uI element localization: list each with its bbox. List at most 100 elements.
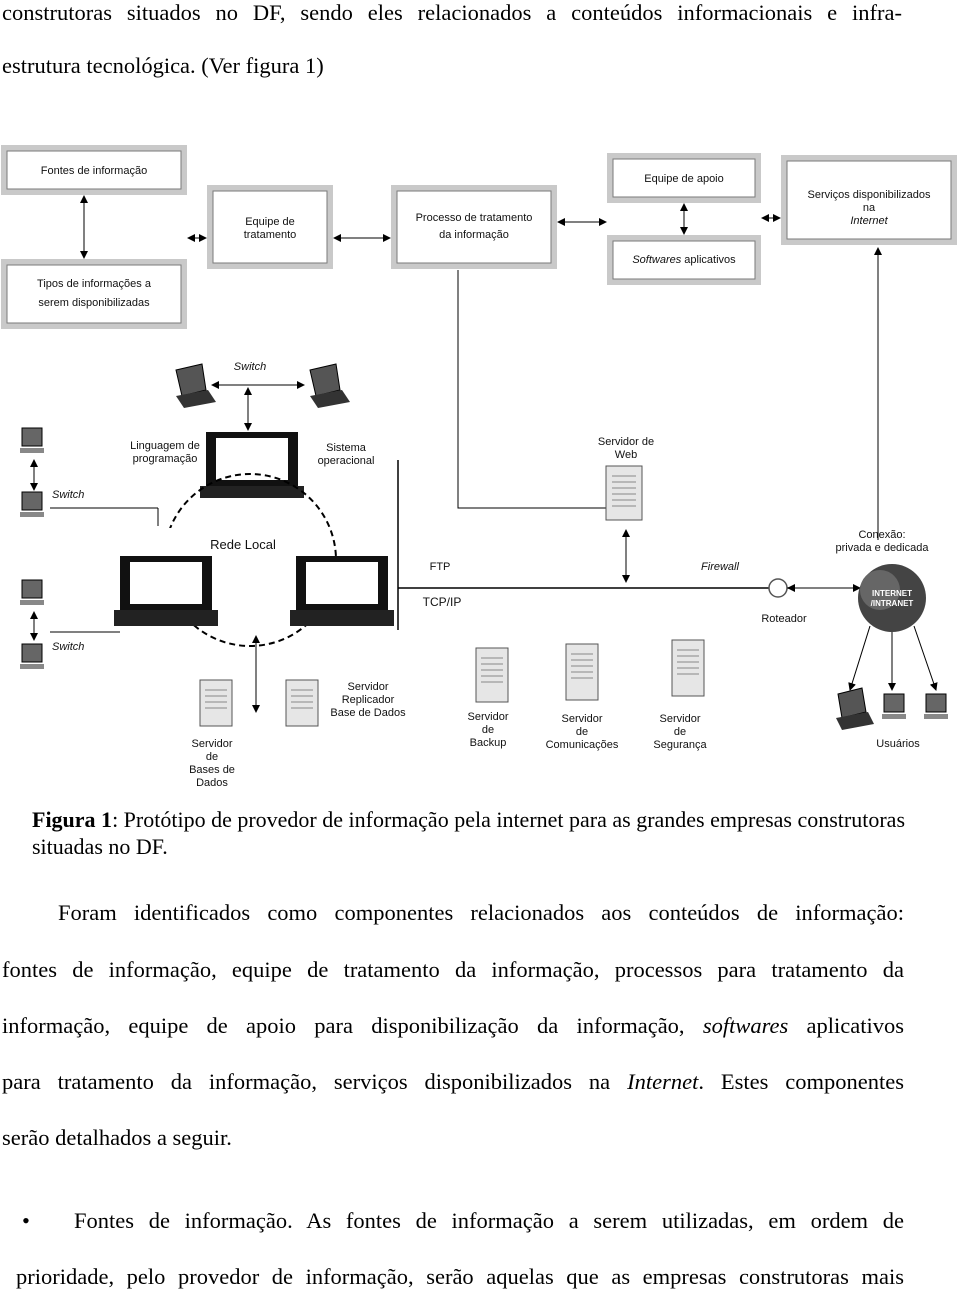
switch-left-1-label: Switch (52, 489, 84, 501)
desktop-icon (20, 427, 44, 453)
intro-line-1: construtoras situados no DF, sendo eles … (2, 0, 902, 25)
linguagem-label-1: Linguagem de (130, 440, 200, 452)
server-icon (199, 679, 233, 727)
seguranca-label-1: Servidor (660, 713, 701, 725)
comunic-label-1: Servidor (562, 713, 603, 725)
replicador-label-2: Replicador (342, 694, 395, 706)
box-equipe-tratamento-label-1: Equipe de (245, 216, 295, 228)
box-fontes-label: Fontes de informação (41, 165, 147, 177)
box-equipe-apoio: Equipe de apoio (607, 153, 761, 203)
arrow-internet-user-1 (848, 625, 871, 691)
box-equipe-tratamento: Equipe de tratamento (207, 185, 333, 269)
box-fontes: Fontes de informação (1, 145, 187, 195)
conexao-label-1: Conexão: (858, 529, 905, 541)
laptop-icon (836, 687, 874, 730)
bases-label-2: de (206, 751, 218, 763)
backup-label-2: de (482, 724, 494, 736)
box-tipos-label-1: Tipos de informações a (37, 278, 152, 290)
paragraph-line-5: serão detalhados a seguir. (2, 1125, 232, 1150)
linguagem-label-2: programação (133, 453, 198, 465)
replicador-label-1: Servidor (348, 681, 389, 693)
box-processo-label-2: da informação (439, 229, 509, 241)
backup-label-1: Servidor (468, 711, 509, 723)
server-icon (671, 639, 705, 697)
server-icon (565, 643, 599, 701)
router-icon (768, 578, 788, 598)
servidor-web-label-1: Servidor de (598, 436, 654, 448)
bullet-line-2: prioridade, pelo provedor de informação,… (16, 1264, 904, 1289)
arrow-internet-user-3 (913, 625, 938, 691)
box-servicos-label-1: Serviços disponibilizados (808, 189, 931, 201)
computer-icon (114, 556, 218, 626)
switch-top-label: Switch (234, 361, 266, 373)
paragraph-line-3: informação, equipe de apoio para disponi… (2, 1013, 904, 1039)
internet-globe-label-1: INTERNET (872, 589, 912, 598)
intro-line-2: estrutura tecnológica. (Ver figura 1) (2, 53, 324, 78)
desktop-icon (20, 643, 44, 669)
server-icon (605, 465, 643, 521)
desktop-icon (20, 491, 44, 517)
figure-caption: Figura 1: Protótipo de provedor de infor… (32, 806, 912, 860)
ring-label-bg (158, 528, 326, 558)
ftp-label: FTP (430, 561, 451, 573)
line-processo-web (457, 270, 614, 509)
box-softwares-label-rest: aplicativos (681, 254, 736, 266)
bullet-symbol: • (22, 1208, 30, 1233)
bases-label-4: Dados (196, 777, 228, 789)
seguranca-label-2: de (674, 726, 686, 738)
paragraph-line-4-em: Internet (627, 1069, 699, 1094)
internet-globe-label-2: /INTRANET (871, 599, 914, 608)
figure-caption-text: : Protótipo de provedor de informação pe… (32, 807, 906, 859)
backup-label-3: Backup (470, 737, 507, 749)
box-equipe-apoio-label: Equipe de apoio (644, 173, 724, 185)
box-processo: Processo de tratamento da informação (391, 185, 557, 269)
bases-label-1: Servidor (192, 738, 233, 750)
rede-local-label: Rede Local (210, 537, 276, 552)
bases-label-3: Bases de (189, 764, 235, 776)
seguranca-label-3: Segurança (653, 739, 707, 751)
sistema-label-2: operacional (318, 455, 375, 467)
computer-icon (200, 432, 304, 498)
box-servicos-label-2: na (863, 202, 876, 214)
paragraph-line-3-em: softwares (702, 1013, 789, 1038)
box-servicos: Serviços disponibilizados na Internet (781, 155, 957, 245)
paragraph-line-3a: informação, equipe de apoio para disponi… (2, 1013, 703, 1038)
figure-caption-label: Figura 1 (32, 807, 113, 832)
paragraph-line-4: para tratamento da informação, serviços … (2, 1069, 904, 1095)
laptop-icon (175, 363, 216, 408)
firewall-label: Firewall (701, 561, 739, 573)
paragraph-line-4b: . Estes componentes (698, 1069, 904, 1094)
comunic-label-2: de (576, 726, 588, 738)
network-diagram: Fontes de informação Tipos de informaçõe… (1, 145, 957, 789)
box-equipe-tratamento-label-2: tratamento (244, 229, 297, 241)
replicador-label-3: Base de Dados (330, 707, 406, 719)
conexao-label-2: privada e dedicada (836, 542, 930, 554)
server-icon (475, 647, 509, 703)
box-softwares: Softwares aplicativos (607, 235, 761, 285)
paragraph-line-1: Foram identificados como componentes rel… (58, 900, 904, 925)
desktop-icon (924, 693, 948, 719)
box-tipos: Tipos de informações a serem disponibili… (1, 259, 187, 329)
bullet-line-1: Fontes de informação. As fontes de infor… (74, 1208, 904, 1233)
box-processo-label-1: Processo de tratamento (416, 212, 533, 224)
box-servicos-label-3: Internet (850, 215, 888, 227)
usuarios-label: Usuários (876, 738, 920, 750)
paragraph-line-3b: aplicativos (788, 1013, 904, 1038)
computer-icon (290, 556, 394, 626)
servidor-web-label-2: Web (615, 449, 637, 461)
desktop-icon (20, 579, 44, 605)
desktop-icon (882, 693, 906, 719)
box-softwares-label: Softwares aplicativos (632, 254, 736, 266)
switch-left-2-label: Switch (52, 641, 84, 653)
box-softwares-label-em: Softwares (632, 254, 681, 266)
sistema-label-1: Sistema (326, 442, 367, 454)
paragraph-line-2: fontes de informação, equipe de tratamen… (2, 957, 904, 982)
roteador-label: Roteador (761, 613, 807, 625)
box-tipos-label-2: serem disponibilizadas (38, 297, 150, 309)
paragraph-line-4a: para tratamento da informação, serviços … (2, 1069, 628, 1094)
comunic-label-3: Comunicações (546, 739, 619, 751)
internet-globe-icon: INTERNET /INTRANET (858, 564, 926, 632)
tcpip-label: TCP/IP (423, 595, 462, 609)
server-icon (285, 679, 319, 727)
laptop-icon (309, 363, 350, 408)
